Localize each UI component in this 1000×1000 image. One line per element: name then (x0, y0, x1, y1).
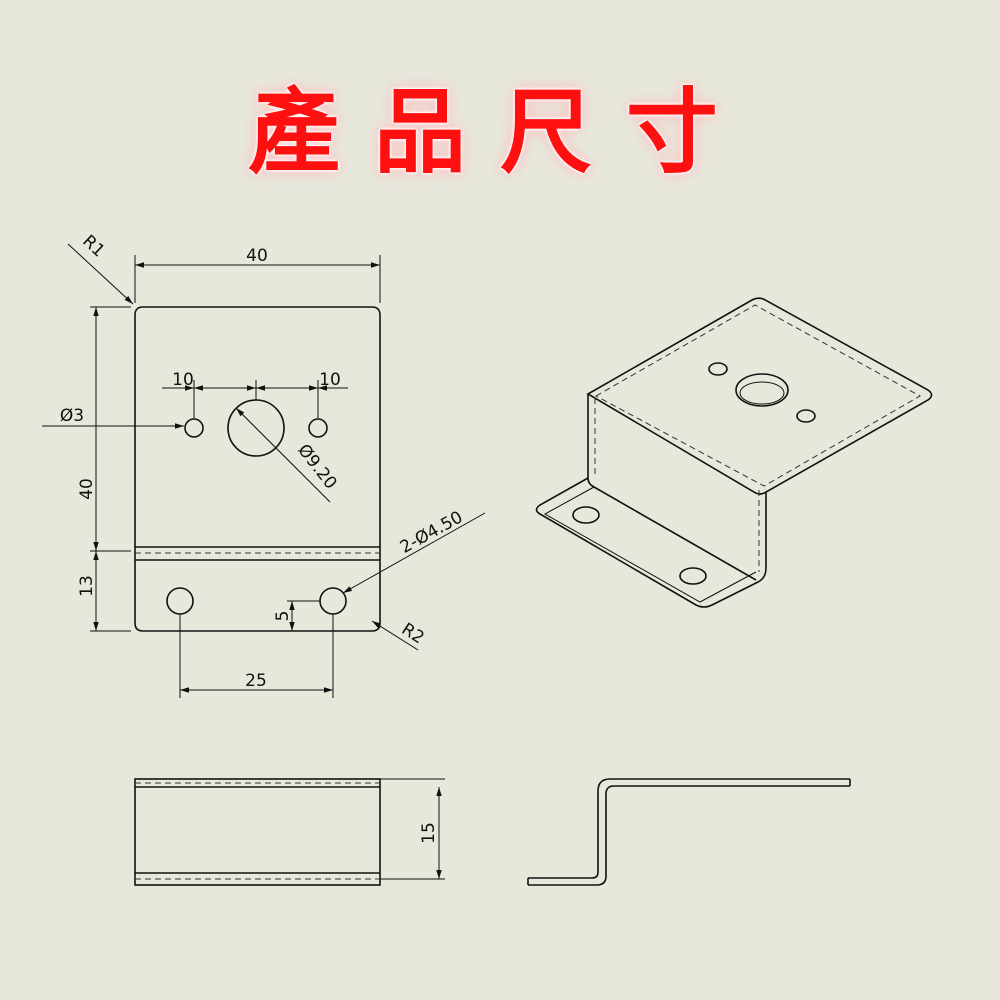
small-hole-right (308, 418, 328, 438)
side-view (527, 778, 851, 886)
dim-hole-offset: 5 (273, 611, 293, 622)
dim-hole-spacing: 25 (245, 671, 267, 691)
dim-mount-holes: 2-Ø4.50 (397, 507, 466, 558)
top-view-outline (134, 778, 381, 886)
iso-bottom-flange (535, 477, 759, 608)
dim-width-top: 40 (246, 246, 268, 266)
iso-mount-hole (679, 567, 707, 585)
dim-side-height: 15 (419, 822, 439, 844)
iso-top-plate (586, 297, 933, 495)
dim-offset-right: 10 (319, 370, 341, 390)
dim-small-hole: Ø3 (60, 406, 84, 426)
iso-small-hole (708, 362, 728, 376)
dim-center-hole: Ø9.20 (293, 441, 340, 494)
page-title: 產品尺寸 (247, 79, 752, 186)
iso-center-hole (735, 373, 789, 407)
dim-radius-bottom: R2 (398, 619, 428, 648)
dim-offset-left: 10 (172, 370, 194, 390)
small-hole-left (184, 418, 204, 438)
iso-mount-hole (572, 506, 600, 524)
side-profile-inner (528, 785, 850, 886)
dim-radius-top: R1 (78, 231, 108, 261)
top-view: 15 (134, 778, 445, 886)
isometric-view (535, 297, 933, 608)
mount-hole-right (319, 587, 347, 615)
dim-height-tab: 13 (77, 575, 97, 597)
iso-small-hole (796, 409, 816, 423)
dim-height-main: 40 (77, 478, 97, 500)
side-profile-outer (528, 778, 850, 879)
front-view: 40 R1 10 10 Ø3 Ø9.20 40 (42, 231, 486, 698)
plate-outline (134, 306, 381, 632)
mount-hole-left (166, 587, 194, 615)
